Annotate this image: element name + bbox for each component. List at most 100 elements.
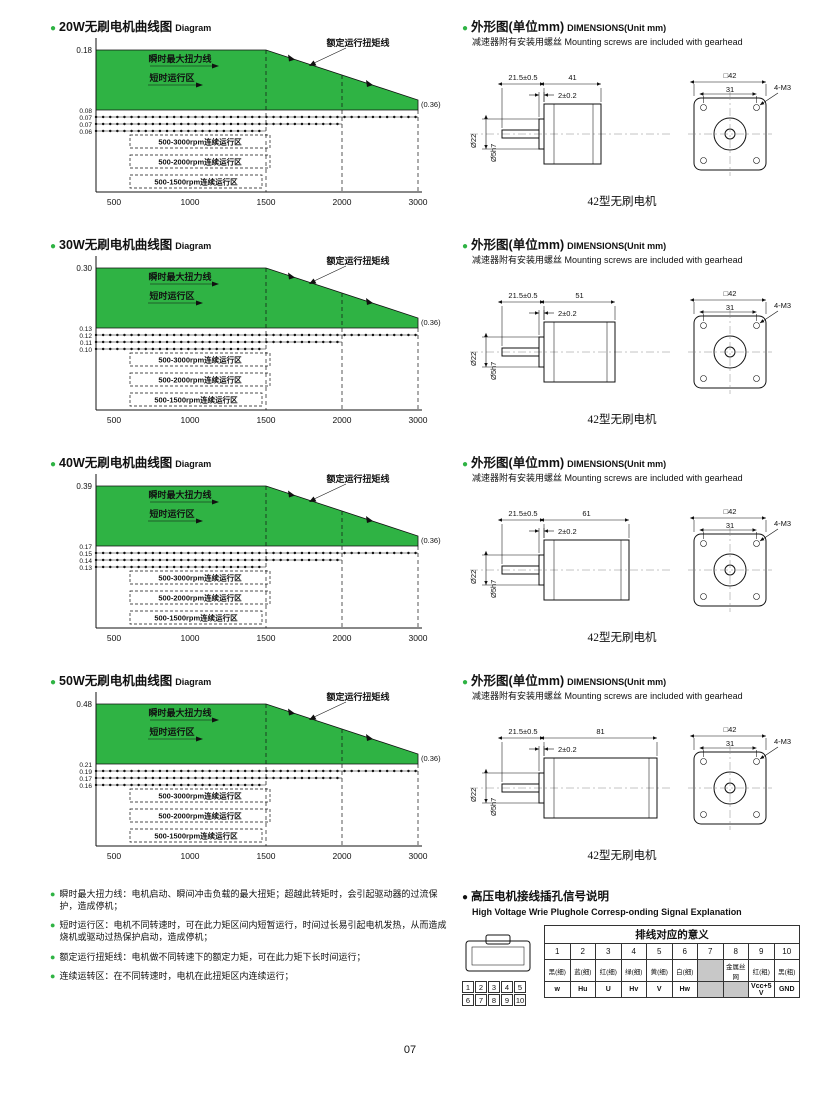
x-tick: 3000	[409, 851, 428, 861]
zone-label: 500-2000rpm连续运行区	[158, 157, 242, 167]
dimension-section: ● 外形图(单位mm) DIMENSIONS(Unit mm) 减速器附有安装用…	[462, 670, 812, 862]
motor-body	[543, 321, 616, 383]
x-tick: 1500	[257, 633, 276, 643]
peak-torque-value: 0.30	[76, 264, 92, 273]
connector-pin: 1	[462, 981, 474, 993]
hole-spec-label: 4-M3	[774, 301, 791, 310]
dimension-caption: 42型无刷电机	[587, 632, 657, 644]
dimension-title-en: DIMENSIONS(Unit mm)	[567, 241, 667, 251]
dimension-section: ● 外形图(单位mm) DIMENSIONS(Unit mm) 减速器附有安装用…	[462, 16, 812, 208]
charts-column: ● 20W无刷电机曲线图 Diagram 0.18 0.08 0.07 0.07…	[50, 16, 462, 1006]
dimension-subtitle-en: Mounting screws are included with gearhe…	[564, 691, 743, 701]
x-tick: 500	[107, 415, 121, 425]
chart-title-row: ● 50W无刷电机曲线图 Diagram	[50, 670, 462, 688]
connector-pin: 7	[475, 994, 487, 1006]
dimension-section: ● 外形图(单位mm) DIMENSIONS(Unit mm) 减速器附有安装用…	[462, 234, 812, 426]
zone-box	[129, 154, 271, 169]
dimension-drawing: 21.5±0.5 61 2±0.2 Ø22 Ø5h7 □42	[469, 507, 791, 612]
wiring-cell-row_signal-7	[697, 981, 724, 998]
zone-box	[129, 590, 271, 605]
mounting-hole	[753, 322, 760, 329]
wiring-cell-row_signal-1: w	[544, 981, 571, 998]
wiring-cell-row_wire-3: 红(细)	[595, 959, 622, 982]
boss-diameter-dim: Ø22	[469, 352, 478, 366]
wiring-title: 高压电机接线插孔信号说明	[471, 891, 610, 903]
zone-box	[129, 134, 271, 149]
operating-zone-area	[95, 485, 419, 547]
dimension-title-en: DIMENSIONS(Unit mm)	[567, 459, 667, 469]
dimension-title-en: DIMENSIONS(Unit mm)	[567, 23, 667, 33]
wiring-cell-row_signal-8	[722, 981, 749, 998]
boss-diameter-dim: Ø22	[469, 134, 478, 148]
zone-box	[129, 570, 271, 585]
zone-label: 500-3000rpm连续运行区	[158, 791, 242, 801]
chart-title-en: Diagram	[175, 677, 212, 687]
chart-section: ● 20W无刷电机曲线图 Diagram 0.18 0.08 0.07 0.07…	[50, 16, 462, 220]
wiring-cell-row_wire-5: 黄(细)	[646, 959, 673, 982]
chart-title-row: ● 40W无刷电机曲线图 Diagram	[50, 452, 462, 470]
torque-curve-chart: 0.30 0.13 0.12 0.11 0.10 (0.36) 瞬时最大扭力线 …	[76, 255, 441, 425]
charts-host: ● 20W无刷电机曲线图 Diagram 0.18 0.08 0.07 0.07…	[50, 16, 462, 874]
wiring-cell-row_wire-6: 白(细)	[671, 959, 698, 982]
shaft-length-dim: 21.5±0.5	[508, 727, 537, 736]
front-center-bore	[713, 117, 747, 151]
wiring-cell-row_wire-9: 红(粗)	[748, 959, 775, 982]
note-item: ● 额定运行扭矩线：电机做不同转速下的额定力矩，可在此力矩下长时间运行；	[50, 951, 450, 963]
right-torque-value: (0.36)	[421, 100, 441, 109]
dimension-title-en: DIMENSIONS(Unit mm)	[567, 677, 667, 687]
mounting-hole	[753, 758, 760, 765]
x-tick: 500	[107, 851, 121, 861]
short-zone-label: 短时运行区	[149, 726, 194, 737]
note-text: 额定运行扭矩线：电机做不同转速下的额定力矩，可在此力矩下长时间运行；	[59, 951, 366, 962]
dimension-drawing: 21.5±0.5 41 2±0.2 Ø22 Ø5h7 □42	[469, 71, 791, 176]
wiring-cell-pins-7: 7	[697, 943, 724, 960]
shaft-diameter-dim: Ø5h7	[489, 798, 498, 816]
zone-box	[129, 372, 271, 387]
dimension-title-cn: 外形图(单位mm)	[471, 674, 565, 688]
dimension-title-cn: 外形图(单位mm)	[471, 456, 565, 470]
bullet-icon: ●	[50, 951, 56, 962]
chart-title-en: Diagram	[175, 23, 212, 33]
x-tick: 1500	[257, 851, 276, 861]
dimension-caption: 42型无刷电机	[587, 196, 657, 208]
y-label: 0.16	[79, 783, 92, 790]
chart-title-en: Diagram	[175, 459, 212, 469]
dimension-title-row: ● 外形图(单位mm) DIMENSIONS(Unit mm)	[462, 234, 812, 252]
short-zone-label: 短时运行区	[149, 508, 194, 519]
zone-box	[129, 808, 271, 823]
zone-box	[129, 828, 263, 843]
x-tick: 2000	[333, 415, 352, 425]
motor-body	[543, 103, 602, 165]
dimension-subtitle-en: Mounting screws are included with gearhe…	[564, 473, 743, 483]
y-label: 0.10	[79, 347, 92, 354]
wiring-cell-row_wire-8: 金属丝网	[722, 959, 749, 982]
rated-line-label: 额定运行扭矩线	[326, 691, 389, 702]
dimension-title-row: ● 外形图(单位mm) DIMENSIONS(Unit mm)	[462, 670, 812, 688]
wiring-cell-pins-4: 4	[620, 943, 647, 960]
chart-section: ● 50W无刷电机曲线图 Diagram 0.48 0.21 0.19 0.17…	[50, 670, 462, 874]
boss-diameter-dim: Ø22	[469, 788, 478, 802]
y-label: 0.13	[79, 326, 92, 333]
connector-pin: 6	[462, 994, 474, 1006]
dimension-section: ● 外形图(单位mm) DIMENSIONS(Unit mm) 减速器附有安装用…	[462, 452, 812, 644]
shaft-length-dim: 21.5±0.5	[508, 291, 537, 300]
y-label: 0.06	[79, 129, 92, 136]
dimension-subtitle: 减速器附有安装用螺丝 Mounting screws are included …	[472, 471, 812, 484]
note-item: ● 瞬时最大扭力线：电机启动、瞬间冲击负载的最大扭矩；超越此转矩时，会引起驱动器…	[50, 888, 450, 912]
short-zone-label: 短时运行区	[149, 72, 194, 83]
zone-label: 500-1500rpm连续运行区	[154, 831, 238, 841]
motor-body	[543, 757, 658, 819]
dimensions-host: ● 外形图(单位mm) DIMENSIONS(Unit mm) 减速器附有安装用…	[462, 16, 812, 862]
zone-label: 500-3000rpm连续运行区	[158, 355, 242, 365]
y-label: 0.07	[79, 122, 92, 129]
mounting-hole	[753, 540, 760, 547]
chart-title-cn: 20W无刷电机曲线图	[59, 20, 173, 34]
zone-box	[129, 174, 263, 189]
operating-zone-area	[95, 267, 419, 329]
dimension-subtitle-cn: 减速器附有安装用螺丝	[472, 691, 563, 701]
short-zone-label: 短时运行区	[149, 290, 194, 301]
peak-torque-value: 0.18	[76, 46, 92, 55]
x-tick: 2000	[333, 197, 352, 207]
